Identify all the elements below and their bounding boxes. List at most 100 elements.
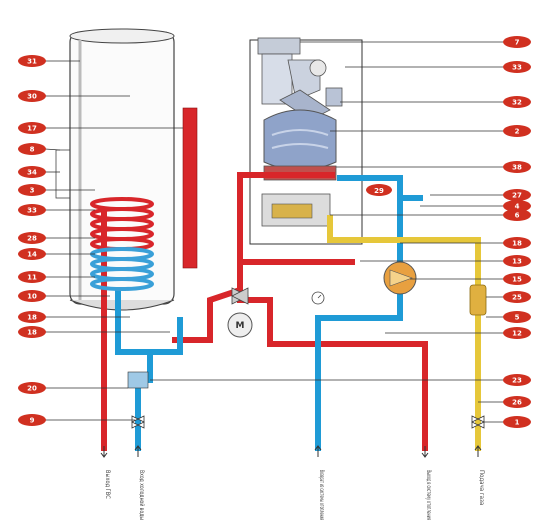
arrow-up-icon	[474, 445, 482, 457]
arrow-up-icon	[314, 445, 322, 457]
expansion-tank	[182, 107, 198, 269]
badge-label: 8	[30, 146, 35, 154]
callout-badge: 5	[503, 311, 531, 323]
boiler-casing	[249, 39, 363, 245]
bottom-labels: Выход ГВС Вход холодной воды Возврат из си…	[104, 470, 485, 520]
burner-chamber	[261, 193, 331, 227]
callout-badge: 7	[503, 36, 531, 48]
callout-badge: 32	[503, 96, 531, 108]
badges-right: 7 33 32 2 38 27 46 18 13 15 25 5 12 23 26 1	[503, 36, 531, 428]
callout-badge: 25	[503, 291, 531, 303]
callout-badge: 12	[503, 327, 531, 339]
badge-label: 4	[515, 203, 520, 211]
badge-label: 27	[512, 192, 522, 200]
badge-label: 1	[515, 419, 520, 427]
badge-label: 9	[30, 417, 35, 425]
callout-badge: 13	[503, 255, 531, 267]
inner-badge: 29	[366, 184, 392, 196]
arrow-down-icon	[421, 446, 429, 458]
cold-inlet-pipe	[135, 377, 153, 451]
badge-label: 34	[27, 169, 37, 177]
badge-label: 3	[30, 187, 35, 195]
callout-badge: 30	[18, 90, 46, 102]
coil-turn	[90, 277, 154, 291]
badge-label: 20	[27, 385, 37, 393]
cold-inlet-valve	[131, 415, 145, 429]
badge-label: 2	[515, 128, 520, 136]
motor-pump: M	[227, 312, 253, 338]
callout-badge: 17	[18, 122, 46, 134]
gas-supply-pipe	[327, 215, 481, 451]
badge-label: 33	[512, 64, 522, 72]
leader-lines	[44, 41, 503, 423]
callout-badge: 26	[503, 396, 531, 408]
badge-label: 11	[27, 274, 37, 282]
pressure-gauge	[311, 291, 325, 305]
callout-badge: 4	[503, 200, 531, 212]
callout-badge: 8	[18, 143, 46, 155]
heating-outlet-pipe	[237, 297, 428, 451]
badge-label: 12	[512, 330, 522, 338]
badge-label: 10	[27, 293, 37, 301]
callout-badge: 33	[18, 204, 46, 216]
badge-label: 31	[27, 58, 37, 66]
gas-valve	[469, 284, 487, 316]
callout-badge: 9	[18, 414, 46, 426]
callout-badge: 31	[18, 55, 46, 67]
circulation-pump	[383, 261, 417, 295]
cold-feed-pipe	[147, 317, 183, 355]
badge-label: 7	[515, 39, 520, 47]
flow-arrows	[100, 445, 482, 458]
callout-badge: 20	[18, 382, 46, 394]
bottom-label: Вход холодной воды	[138, 470, 145, 520]
callout-badge: 34	[18, 166, 46, 178]
callout-badge: 33	[503, 61, 531, 73]
heat-exchanger	[263, 109, 337, 181]
arrow-down-icon	[100, 446, 108, 458]
badge-label: 30	[27, 93, 37, 101]
badge-label: 28	[27, 235, 37, 243]
three-way-valve	[231, 287, 249, 305]
badge-label: 33	[27, 207, 37, 215]
callout-badge: 3	[18, 184, 46, 196]
leader-line	[44, 148, 61, 151]
cold-bottom-pipe	[115, 287, 153, 383]
badge-label: 32	[512, 99, 522, 107]
badge-label: 23	[512, 377, 522, 385]
badge-label: 13	[512, 258, 522, 266]
motor-pump-label: M	[236, 321, 245, 331]
callout-badge: 2	[503, 125, 531, 137]
badge-label: 26	[512, 399, 522, 407]
callout-badge: 23	[503, 374, 531, 386]
callout-badge: 14	[18, 248, 46, 260]
badge-label: 15	[512, 276, 522, 284]
bottom-label: Выход в систему отопления	[425, 470, 432, 520]
tank-coil	[90, 197, 154, 291]
bottom-label: Возврат из системы отопления	[318, 470, 325, 520]
gas-pipes	[327, 215, 481, 451]
callout-badge: 10	[18, 290, 46, 302]
badge-label: 18	[512, 240, 522, 248]
badge-label: 6	[515, 212, 520, 220]
bottom-label: Выход ГВС	[104, 470, 111, 499]
bottom-label: Подача газа	[478, 470, 485, 505]
callout-badge: 18	[18, 311, 46, 323]
callout-badge: 28	[18, 232, 46, 244]
flue-assembly	[257, 37, 343, 121]
callout-badge: 1	[503, 416, 531, 428]
inner-badge-label: 29	[374, 187, 384, 195]
badge-label: 18	[27, 314, 37, 322]
badge-label: 25	[512, 294, 522, 302]
callout-badge: 38	[503, 161, 531, 173]
callout-badge: 15	[503, 273, 531, 285]
drain-tee	[127, 371, 149, 389]
badge-label: 38	[512, 164, 522, 172]
badge-label: 17	[27, 125, 37, 133]
callout-badge: 18	[18, 326, 46, 338]
badge-label: 18	[27, 329, 37, 337]
heating-return-pipe	[315, 269, 403, 451]
heating-supply-pipe	[172, 172, 243, 343]
callout-badge: 18	[503, 237, 531, 249]
